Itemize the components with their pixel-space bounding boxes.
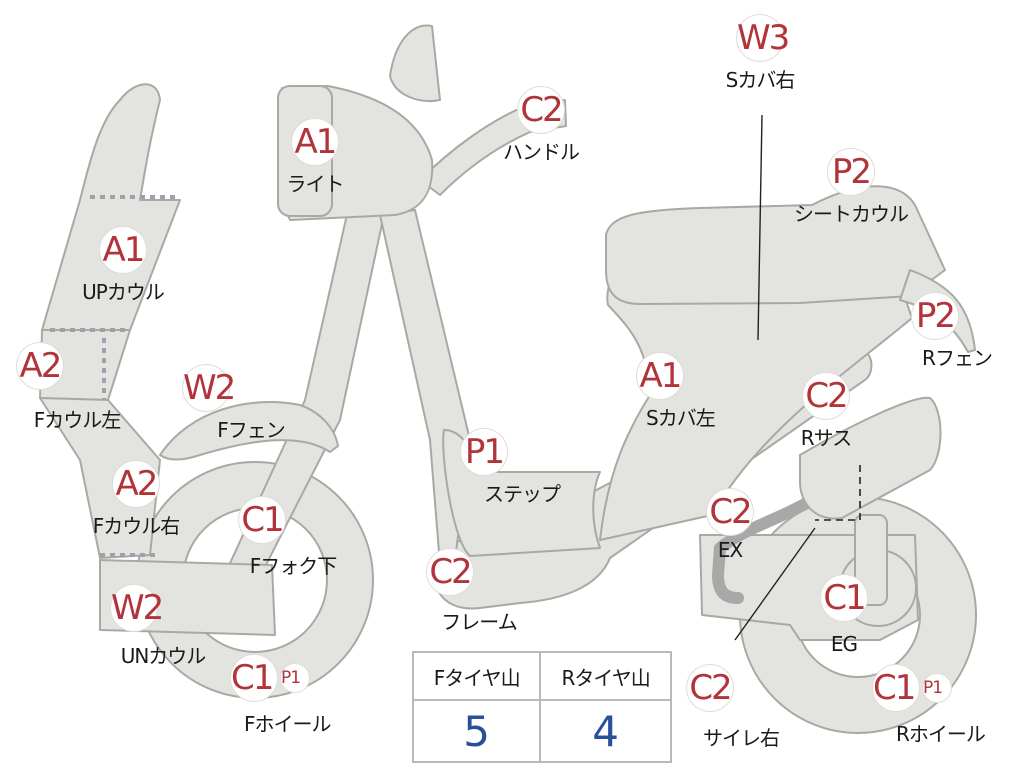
part-label: サイレ右 [703,726,780,750]
code-badge: C2 [706,488,754,536]
part-label: Rフェン [922,346,993,370]
mirror [389,24,441,102]
code-badge: A2 [112,460,160,508]
callout-p1-step: P1 ステップ [460,428,570,507]
callout-c2-silencer-right: C2 サイレ右 [686,664,796,751]
callout-w3-s-cover-right: W3 Sカバ右 [720,14,800,93]
callout-a1-up-cowl: A1 UPカウル [68,226,178,305]
part-label: UPカウル [82,280,165,304]
code-badge: A2 [16,342,64,390]
code-badge: C2 [426,548,474,596]
code-badge: C1 [230,654,278,702]
rear-tread-header: Rタイヤ山 [539,651,672,701]
seat [605,185,946,305]
callout-c2-handle: C2 ハンドル [496,86,586,165]
code-badge: P2 [911,292,959,340]
part-label: Sカバ左 [646,406,716,430]
exhaust-pipe [712,472,866,604]
code-badge: W3 [736,14,790,62]
code-badge: A1 [99,226,147,274]
extra-code-badge: P1 [922,673,952,703]
rear-tread-value: 4 [539,699,672,763]
rear-suspension [799,396,942,520]
callout-a2-f-cowl-left: A2 Fカウル左 [12,342,142,433]
code-badge: W2 [182,364,236,412]
code-badge: W2 [110,584,164,632]
part-label: EX [717,538,743,562]
code-badge: C1 [238,496,286,544]
callout-c1-eg: C1 EG [814,574,874,656]
callout-c1-r-wheel: C1 P1 Rホイール [872,664,1012,747]
part-label: ステップ [484,482,561,506]
s-cover-right-pointer [757,114,763,341]
code-badge: C1 [872,664,920,712]
part-label: Sカバ右 [725,68,796,92]
code-badge: C2 [802,372,850,420]
part-label: ハンドル [503,140,580,164]
part-label: Rサス [800,426,853,450]
callout-c2-ex: C2 EX [700,488,760,562]
callout-c2-r-suspension: C2 Rサス [786,372,866,451]
part-label: シートカウル [794,202,909,226]
tread-header-row: Fタイヤ山 Rタイヤ山 [411,651,672,701]
tread-value-row: 5 4 [411,699,672,763]
part-label: フレーム [441,610,517,634]
part-label: UNカウル [120,644,207,668]
callout-c2-frame: C2 フレーム [424,548,534,635]
callout-a2-f-cowl-right: A2 Fカウル右 [76,460,196,539]
callout-c1-f-wheel: C1 P1 Fホイール [230,654,350,737]
part-label: Fフェン [217,418,286,442]
part-label: EG [830,632,858,656]
callout-p2-r-fender: P2 Rフェン [870,292,1000,371]
code-badge: P1 [460,428,508,476]
up-cowl [41,83,181,331]
part-label: ライト [286,172,345,196]
tire-tread-table: Fタイヤ山 Rタイヤ山 5 4 [411,651,672,763]
front-tread-value: 5 [411,699,542,763]
callout-p2-seat-cowl: P2 シートカウル [786,148,916,227]
callout-a1-s-cover-left: A1 Sカバ左 [610,352,716,431]
code-badge: C2 [686,664,734,712]
silencer-pointer [734,527,816,641]
callout-w2-un-cowl: W2 UNカウル [108,584,218,669]
callout-c1-f-fork-lower: C1 Fフォク下 [238,496,348,579]
code-badge: P2 [827,148,875,196]
front-tread-header: Fタイヤ山 [411,651,542,701]
code-badge: C1 [820,574,868,622]
callout-a1-light: A1 ライト [280,118,350,197]
r-suspension-pointer [815,465,861,521]
code-badge: A1 [291,118,339,166]
part-label: Fホイール [244,712,332,736]
part-label: Rホイール [896,722,986,746]
part-label: Fカウル左 [33,408,122,432]
callout-w2-f-fender: W2 Fフェン [176,364,286,443]
part-label: Fカウル右 [92,514,181,538]
front-fender [159,401,339,461]
code-badge: C2 [517,86,565,134]
part-label: Fフォク下 [249,554,338,578]
code-badge: A1 [636,352,684,400]
extra-code-badge: P1 [280,663,310,693]
